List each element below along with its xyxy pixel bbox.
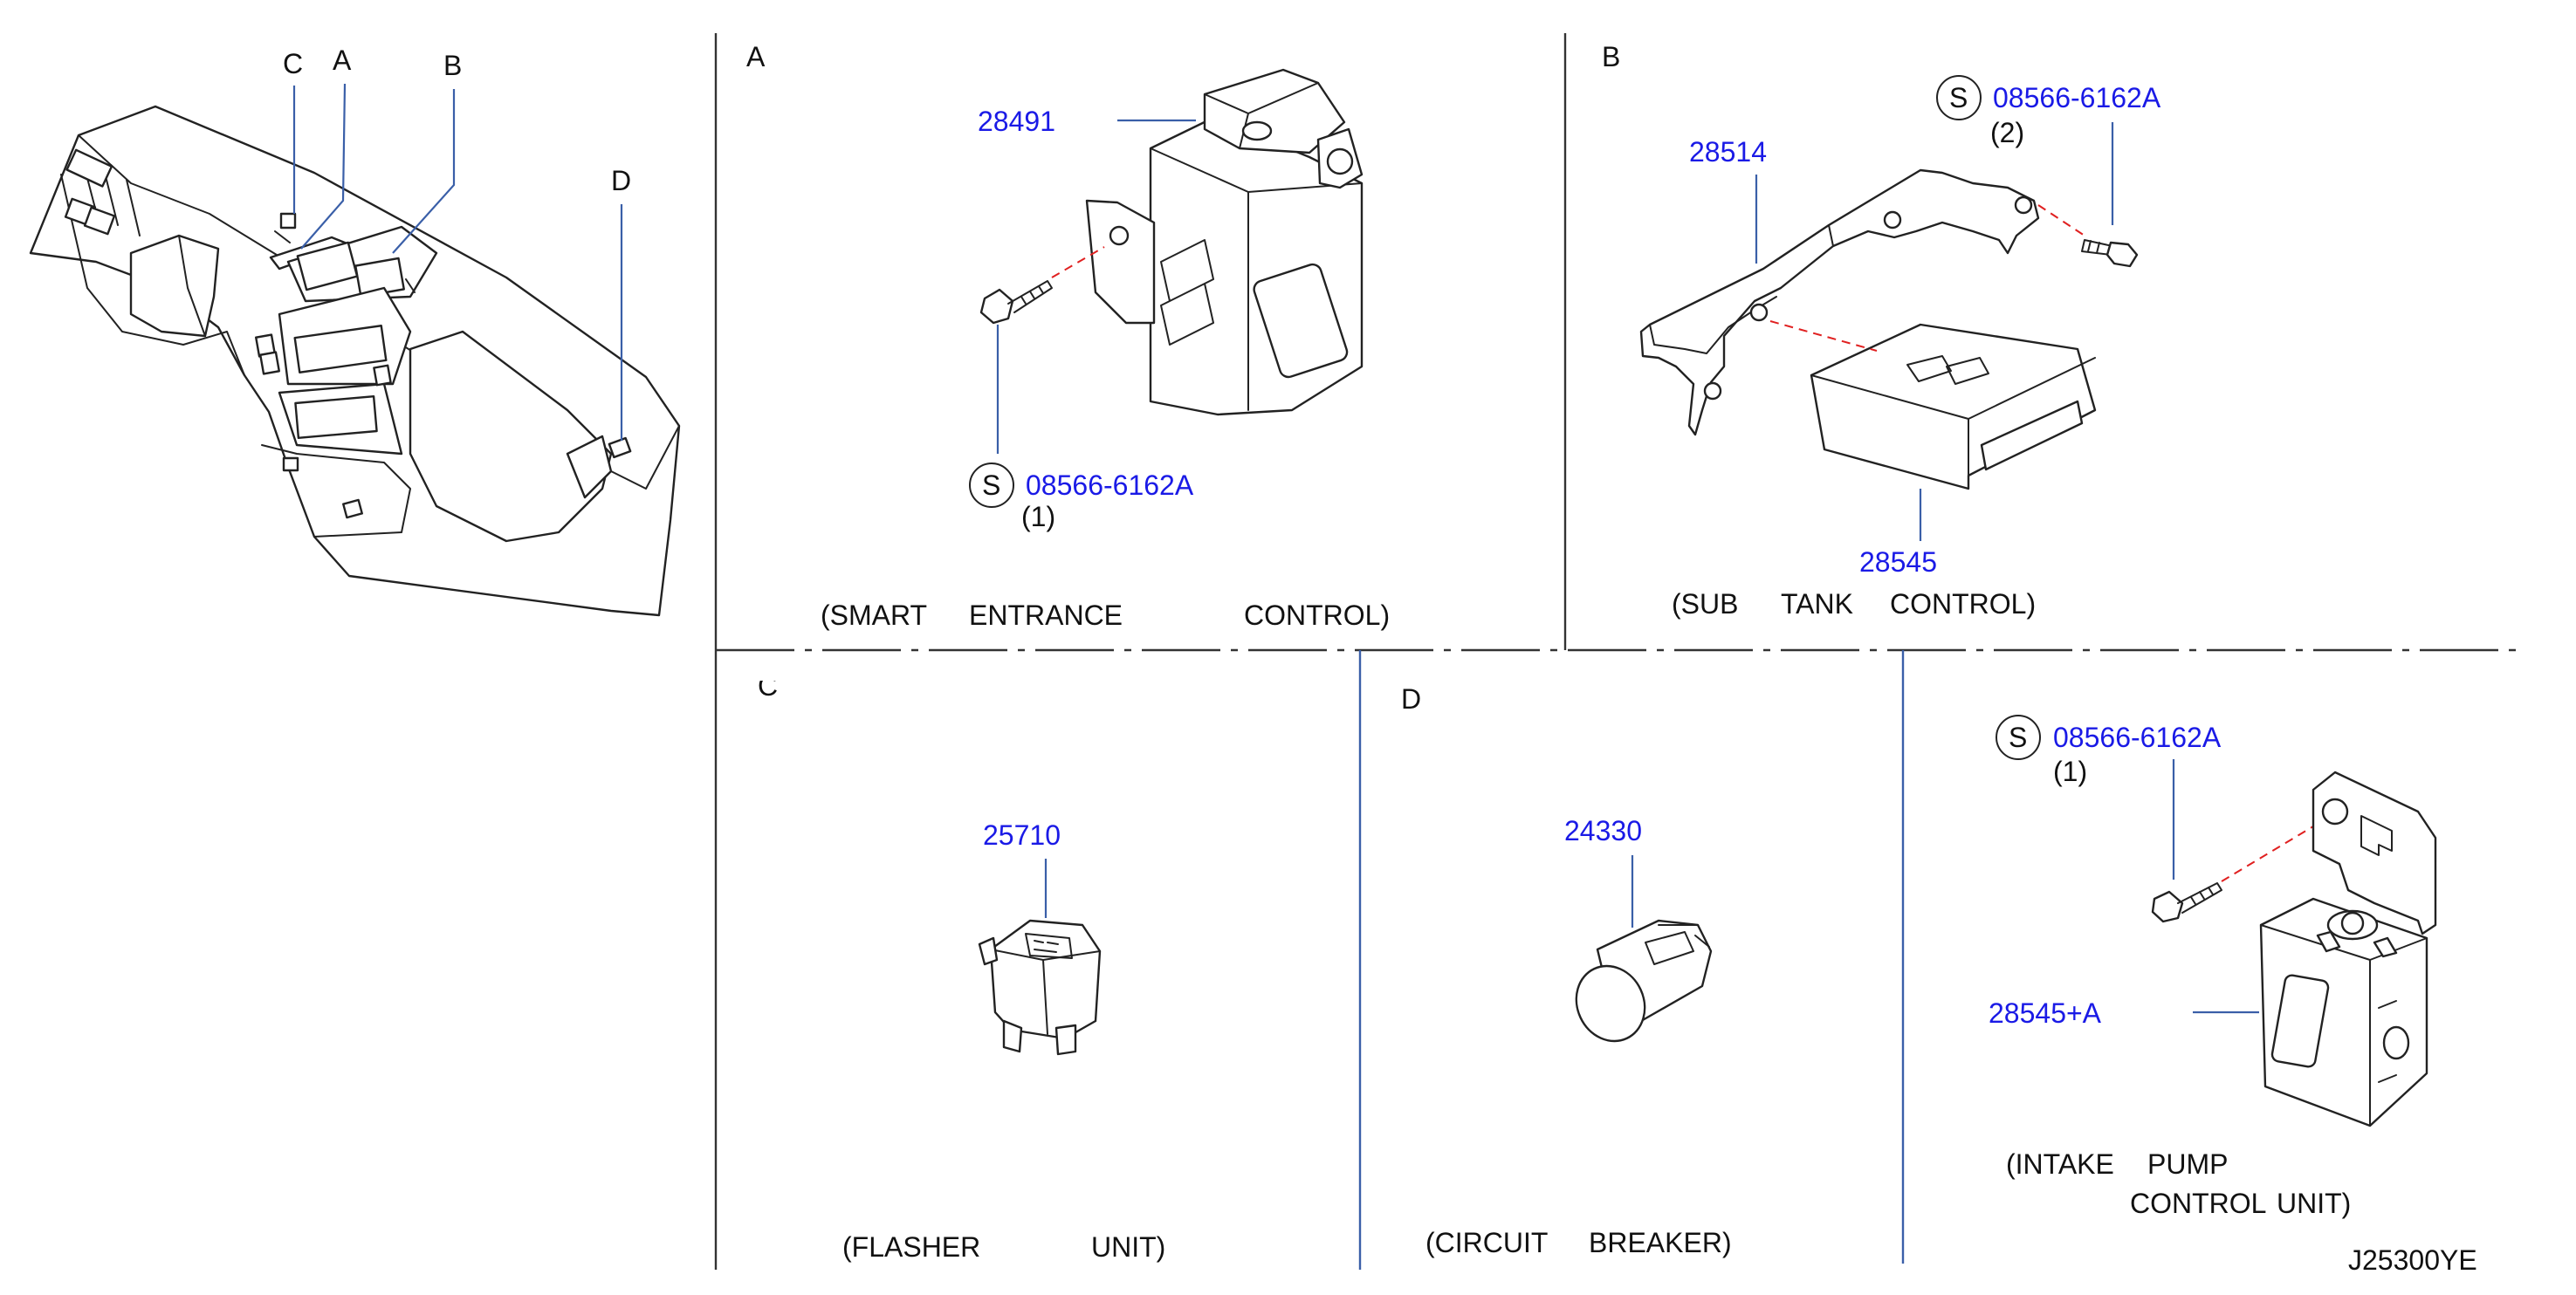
diagram-code: J25300YE (2348, 1244, 2477, 1276)
smart-entrance-control-unit (1085, 68, 1364, 416)
panel-a-screw-qty: (1) (1021, 501, 1055, 532)
panel-b-caption-1: (SUB (1672, 588, 1738, 620)
part-number-24330: 24330 (1564, 815, 1642, 846)
callout-c: C (283, 48, 303, 79)
panel-d-letter: D (1401, 683, 1421, 715)
panel-e-caption-2: PUMP (2147, 1148, 2228, 1180)
part-number-28491: 28491 (978, 106, 1055, 137)
panel-e-caption-1: (INTAKE (2006, 1148, 2114, 1180)
callout-b: B (443, 50, 462, 81)
panel-e: S 08566-6162A (1) 28545+A (INTAKE (1989, 715, 2437, 1219)
panel-b-caption-2: TANK (1781, 588, 1853, 620)
panel-c-caption-2: UNIT) (1091, 1231, 1165, 1263)
panel-b-caption-3: CONTROL) (1890, 588, 2036, 620)
panel-c-caption-1: (FLASHER (842, 1231, 980, 1263)
screw-08566-6162a-b (2081, 239, 2139, 268)
panel-dividers (714, 33, 2523, 1270)
intake-pump-control-unit (2259, 771, 2437, 1127)
screw-08566-6162a (979, 280, 1053, 325)
panel-b-screw-qty: (2) (1990, 117, 2024, 148)
panel-a: A 28491 S 08566-6162A (1) (S (746, 41, 1390, 631)
panel-e-screw-qty: (1) (2053, 756, 2087, 787)
panel-b-letter: B (1602, 41, 1620, 72)
panel-d-caption-2: BREAKER) (1589, 1227, 1732, 1258)
part-number-28514: 28514 (1689, 136, 1767, 168)
part-number-28545-a: 28545+A (1989, 997, 2102, 1029)
panel-b-screw-symbol: S (1949, 82, 1968, 113)
circuit-breaker (1575, 919, 1713, 1043)
dashboard-overview (29, 105, 681, 617)
panel-d: D 24330 (CIRCUIT BREAKER) (1392, 653, 1732, 1258)
part-number-25710: 25710 (983, 819, 1061, 851)
overview-callouts: C A B D (283, 45, 631, 441)
flasher-unit (978, 919, 1102, 1056)
panel-c: C 25710 (FLASHER UNIT) (751, 653, 1165, 1263)
screw-08566-6162a-e (2151, 882, 2222, 923)
callout-d: D (611, 165, 631, 196)
panel-e-screw-symbol: S (2009, 722, 2027, 753)
panel-a-screw-symbol: S (982, 469, 1000, 501)
panel-a-caption-3: CONTROL) (1244, 600, 1390, 631)
panel-a-screw-part-number: 08566-6162A (1026, 469, 1194, 501)
callout-a: A (333, 45, 352, 76)
panel-e-screw-part-number: 08566-6162A (2053, 722, 2222, 753)
part-number-28545: 28545 (1859, 546, 1937, 578)
panel-d-caption-1: (CIRCUIT (1425, 1227, 1548, 1258)
sub-tank-control-unit (1810, 323, 2097, 490)
panel-e-caption-3: CONTROL (2130, 1188, 2266, 1219)
panel-e-caption-4: UNIT) (2277, 1188, 2351, 1219)
panel-a-caption-1: (SMART (821, 600, 927, 631)
panel-c-letter-mask (751, 653, 794, 681)
panel-b-screw-part-number: 08566-6162A (1993, 82, 2161, 113)
panel-d-letter-mask (1392, 653, 1436, 688)
panel-a-caption-2: ENTRANCE (969, 600, 1123, 631)
panel-a-letter: A (746, 41, 766, 72)
sub-tank-bracket (1639, 168, 2040, 436)
panel-b: B S 08566-6162A (2) 28514 (1602, 41, 2161, 620)
